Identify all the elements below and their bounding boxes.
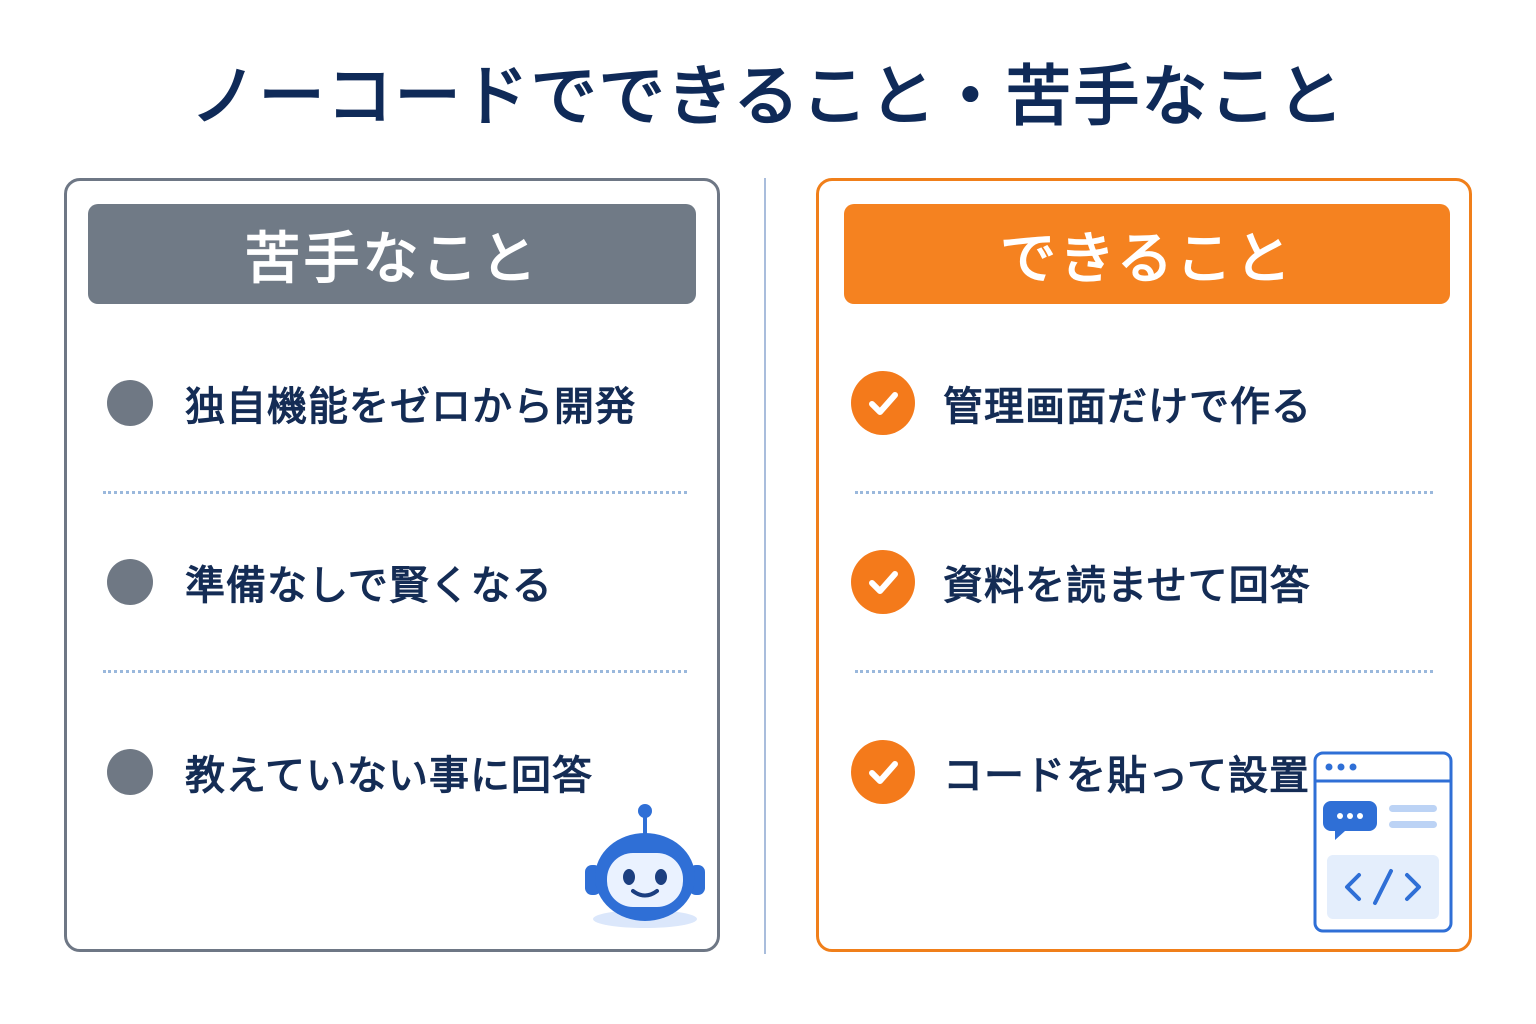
weak-item-1: 独自機能をゼロから開発 xyxy=(107,368,636,438)
checkmark-circle-icon xyxy=(851,740,915,804)
dotted-separator xyxy=(855,491,1433,494)
strong-points-panel: できること 管理画面だけで作る 資料を読ませて回答 コードを貼って設置 xyxy=(816,178,1472,952)
strong-points-heading: できること xyxy=(844,204,1450,304)
strong-item-3: コードを貼って設置 xyxy=(851,737,1310,807)
checkmark-circle-icon xyxy=(851,550,915,614)
dotted-separator xyxy=(855,670,1433,673)
code-embed-window-icon xyxy=(1313,751,1453,933)
dotted-separator xyxy=(103,491,687,494)
strong-item-2: 資料を読ませて回答 xyxy=(851,547,1311,617)
checkmark-circle-icon xyxy=(851,371,915,435)
weak-points-panel: 苦手なこと 独自機能をゼロから開発 準備なしで賢くなる 教えていない事に回答 xyxy=(64,178,720,952)
weak-item-3: 教えていない事に回答 xyxy=(107,737,593,807)
circle-bullet-icon xyxy=(107,559,153,605)
strong-item-1: 管理画面だけで作る xyxy=(851,368,1312,438)
dotted-separator xyxy=(103,670,687,673)
weak-item-label: 教えていない事に回答 xyxy=(185,753,593,799)
weak-item-label: 独自機能をゼロから開発 xyxy=(185,384,636,430)
weak-points-heading: 苦手なこと xyxy=(88,204,696,304)
circle-bullet-icon xyxy=(107,749,153,795)
strong-item-label: コードを貼って設置 xyxy=(943,753,1310,799)
circle-bullet-icon xyxy=(107,380,153,426)
weak-item-2: 準備なしで賢くなる xyxy=(107,547,553,617)
strong-item-label: 資料を読ませて回答 xyxy=(943,563,1311,609)
center-divider xyxy=(764,178,766,954)
page-title: ノーコードでできること・苦手なこと xyxy=(190,58,1346,135)
weak-item-label: 準備なしで賢くなる xyxy=(185,563,553,609)
strong-item-label: 管理画面だけで作る xyxy=(943,384,1312,430)
robot-mascot-icon xyxy=(585,804,705,928)
